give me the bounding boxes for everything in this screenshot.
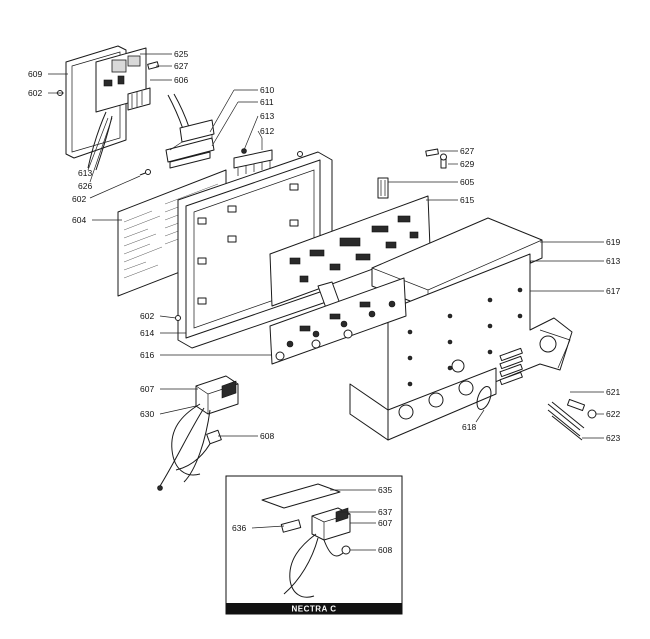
label-627: 627 [174, 61, 188, 71]
label-607: 607 [140, 384, 154, 394]
small-parts-right [425, 148, 597, 441]
leader-lines [48, 53, 604, 439]
label-608: 608 [260, 431, 274, 441]
control-pcb-lower [269, 277, 407, 365]
label-623: 623 [606, 433, 620, 443]
label-613: 613 [78, 168, 92, 178]
label-609: 609 [28, 69, 42, 79]
label-602: 602 [28, 88, 42, 98]
label-612: 612 [260, 126, 274, 136]
label-635: 635 [378, 485, 392, 495]
label-617: 617 [606, 286, 620, 296]
label-613: 613 [606, 256, 620, 266]
label-626: 626 [78, 181, 92, 191]
label-618: 618 [462, 422, 476, 432]
label-608: 608 [378, 545, 392, 555]
label-616: 616 [140, 350, 154, 360]
transformer-assembly [157, 375, 239, 491]
label-610: 610 [260, 85, 274, 95]
label-636: 636 [232, 523, 246, 533]
label-622: 622 [606, 409, 620, 419]
label-602: 602 [72, 194, 86, 204]
ribbon-cable [165, 93, 215, 169]
label-614: 614 [140, 328, 154, 338]
label-615: 615 [460, 195, 474, 205]
main-housing [349, 217, 573, 441]
label-606: 606 [174, 75, 188, 85]
label-604: 604 [72, 215, 86, 225]
label-630: 630 [140, 409, 154, 419]
label-619: 619 [606, 237, 620, 247]
label-611: 611 [260, 97, 274, 107]
inset-banner-title: NECTRA C [291, 605, 336, 614]
label-605: 605 [460, 177, 474, 187]
label-602: 602 [140, 311, 154, 321]
label-637: 637 [378, 507, 392, 517]
sensor-connector [233, 148, 273, 176]
label-629: 629 [460, 159, 474, 169]
label-607: 607 [378, 518, 392, 528]
front-panel-assembly [56, 45, 160, 176]
inset-nectra-c: NECTRA C [225, 475, 403, 615]
label-627: 627 [460, 146, 474, 156]
label-621: 621 [606, 387, 620, 397]
part-labels: 609 602 625 627 606 610 611 613 612 613 … [28, 49, 620, 555]
label-613: 613 [260, 111, 274, 121]
label-625: 625 [174, 49, 188, 59]
